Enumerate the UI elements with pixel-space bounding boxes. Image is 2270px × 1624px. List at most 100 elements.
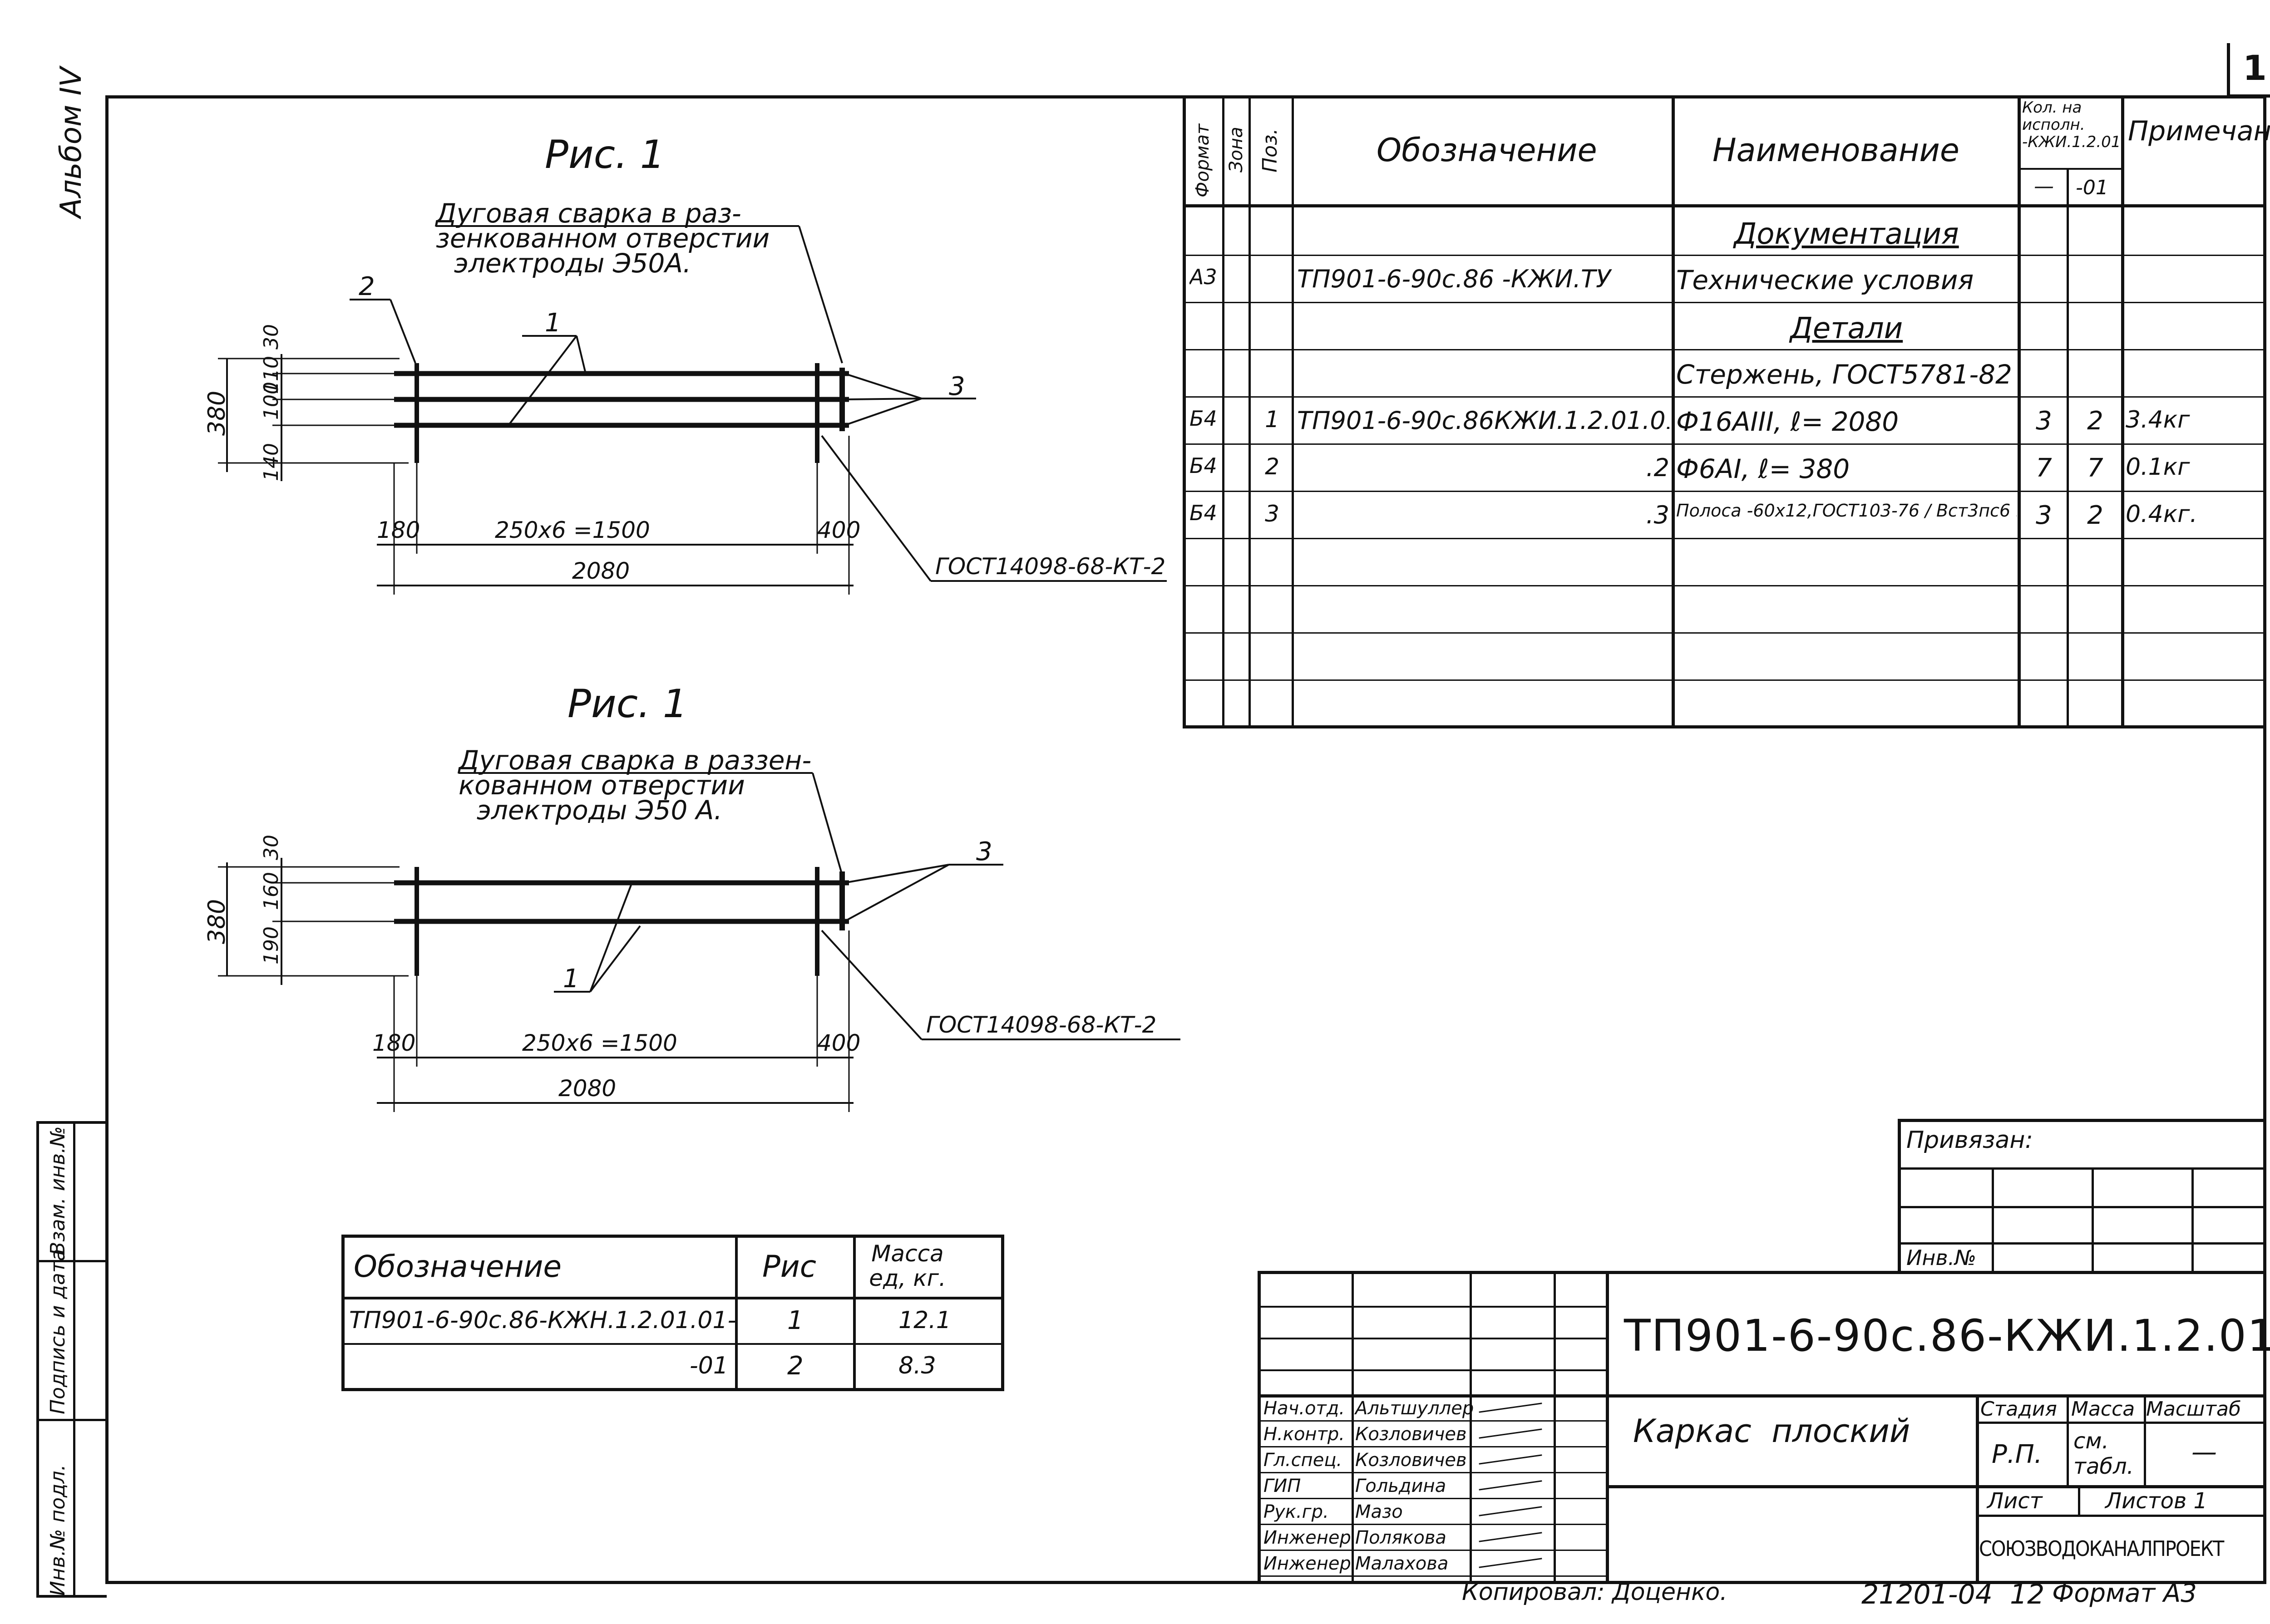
staff-name: Мазо [1355,1501,1403,1522]
footer-code: 21201-04 12 [1861,1579,2045,1610]
fig1-dim-v-1: 30 [260,324,283,349]
spec-row-divider [1186,727,2266,728]
fig1-dim-middle: 250х6 =1500 [495,517,650,543]
fig1-callout-2: 2 [359,272,375,301]
spec-row-divider [1186,679,2266,681]
spec-row-6-name: Ф6АI, ℓ= 380 [1676,453,1850,484]
signature-mark [1479,1558,1542,1568]
spec-row-5-format: Б4 [1189,406,1217,431]
fig1-note-line-1: Дуговая сварка в раз- [434,198,741,229]
spec-row-7-name: Полоса -60х12,ГОСТ103-76 / Вст3пс6 ГОСТ5… [1676,501,2017,521]
spec-row-4-name: Стержень, ГОСТ5781-82 [1676,359,2012,390]
spec-row-5-pos: 1 [1265,406,1279,433]
fig2-dim-v-3: 190 [260,926,283,965]
fig2-dim-right: 400 [817,1030,860,1056]
staff-role: Инженер [1263,1553,1351,1574]
title-sheets-label: Листов 1 [2105,1488,2208,1514]
fig1-note-line-2: зенкованном отверстии [436,223,770,254]
spec-row-6-designation: .2 [1646,453,1669,482]
fig2-callout-3: 3 [976,837,992,866]
fig1-dim-left: 180 [377,517,420,543]
title-sheet-label: Лист [1987,1488,2043,1514]
title-scale-label: Масштаб [2146,1398,2241,1421]
mass-table-header-designation: Обозначение [354,1249,562,1284]
title-mass-label: Масса [2071,1398,2135,1421]
fig1-callout-1: 1 [545,308,561,338]
title-stage-label: Стадия [1980,1398,2057,1421]
spec-row-2-name: Технические условия [1676,265,1974,295]
sheet-number: 11 [2243,48,2270,88]
fig2-total-height: 380 [203,899,231,944]
spec-row-7-qa: 3 [2036,501,2052,530]
staff-role: Гл.спец. [1263,1450,1342,1471]
staff-row-divider [1261,1498,1606,1499]
fig2-callout-1: 1 [563,964,579,994]
bound-block: Привязан: Инв.№ [1898,1119,2266,1273]
staff-name: Малахова [1355,1553,1449,1574]
staff-role: Инженер [1263,1527,1351,1548]
fig1-dim-right: 400 [817,517,860,543]
staff-role: Нач.отд. [1263,1398,1345,1419]
spec-header-zone: Зона [1226,127,1247,172]
signature-mark [1479,1454,1542,1465]
fig1-dim-v-4: 140 [260,443,283,481]
mass-table: Обозначение Рис Масса ед, кг. ТП901-6-90… [341,1235,1004,1391]
spec-row-1-name: Документация [1734,217,1959,251]
title-org: СОЮЗВОДОКАНАЛПРОЕКТ [1979,1536,2224,1561]
spec-row-divider [1186,302,2266,303]
fig2-total-length: 2080 [558,1075,616,1102]
fig2-dim-v-1: 30 [260,835,283,860]
staff-row-divider [1261,1446,1606,1447]
mass-table-header-mass: Масса ед, кг. [869,1240,946,1291]
spec-row-2-designation: ТП901-6-90с.86 -КЖИ.ТУ [1297,265,1611,293]
fig2-note-line-3: электроды Э50 А. [477,795,722,826]
fig2-note-line-2: кованном отверстии [459,770,745,801]
spec-row-7-pos: 3 [1265,501,1279,527]
spec-header-designation: Обозначение [1377,132,1597,169]
spec-row-6-qb: 7 [2087,453,2103,483]
figure-2: Рис. 1 Дуговая сварка в раззен- кованном… [203,681,1180,1112]
spec-row-5-note: 3.4кг [2126,406,2190,433]
spec-row-6-format: Б4 [1189,453,1217,478]
footer-copied: Копировал: Доценко. [1462,1579,1727,1606]
staff-row-divider [1261,1575,1606,1577]
spec-header-format: Формат [1192,123,1213,197]
drawing-frame [105,95,2266,1584]
spec-row-divider [1186,491,2266,492]
staff-name: Гольдина [1355,1476,1446,1496]
fig2-dim-v-2: 160 [260,872,283,910]
spec-row-3-name: Детали [1790,312,1903,345]
spec-row-divider [1186,255,2266,256]
signature-mark [1479,1428,1542,1439]
staff-role: ГИП [1263,1476,1301,1496]
signature-mark [1479,1532,1542,1542]
spec-header-qty-title: Кол. на исполн. -КЖИ.1.2.01 [2022,98,2121,151]
signature-mark [1479,1480,1542,1491]
mass-table-row-1-fig: 1 [787,1306,804,1335]
spec-row-7-qb: 2 [2087,501,2103,530]
fig2-title: Рис. 1 [568,681,687,727]
staff-row-divider [1261,1420,1606,1422]
spec-row-5-designation: ТП901-6-90с.86КЖИ.1.2.01.01.1 [1297,406,1669,435]
spec-row-divider [1186,538,2266,539]
mass-table-header-fig: Рис [762,1249,816,1284]
spec-header-pos: Поз. [1258,128,1282,172]
staff-row-divider [1261,1472,1606,1473]
title-scale: — [2191,1437,2217,1467]
staff-name: Козловичев [1355,1424,1467,1445]
fig1-total-height: 380 [203,391,231,436]
footer-format: Формат А3 [2052,1579,2197,1608]
title-block: ТП901-6-90с.86-КЖИ.1.2.01.01 Каркас плос… [1258,1271,2270,1584]
fig1-dim-v-2: 110 [260,356,283,394]
fig2-dim-left: 180 [372,1030,415,1056]
fig1-title: Рис. 1 [545,132,665,177]
staff-row-divider [1261,1550,1606,1551]
spec-row-7-designation: .3 [1646,501,1669,529]
title-doc-code: ТП901-6-90с.86-КЖИ.1.2.01.01 [1624,1310,2270,1361]
spec-table: Формат Зона Поз. Обозначение Наименовани… [1183,95,2270,728]
spec-row-divider [1186,443,2266,445]
spec-row-2-format: А3 [1189,265,1217,289]
bound-inv: Инв.№ [1906,1245,1977,1270]
spec-row-5-qb: 2 [2087,406,2103,436]
